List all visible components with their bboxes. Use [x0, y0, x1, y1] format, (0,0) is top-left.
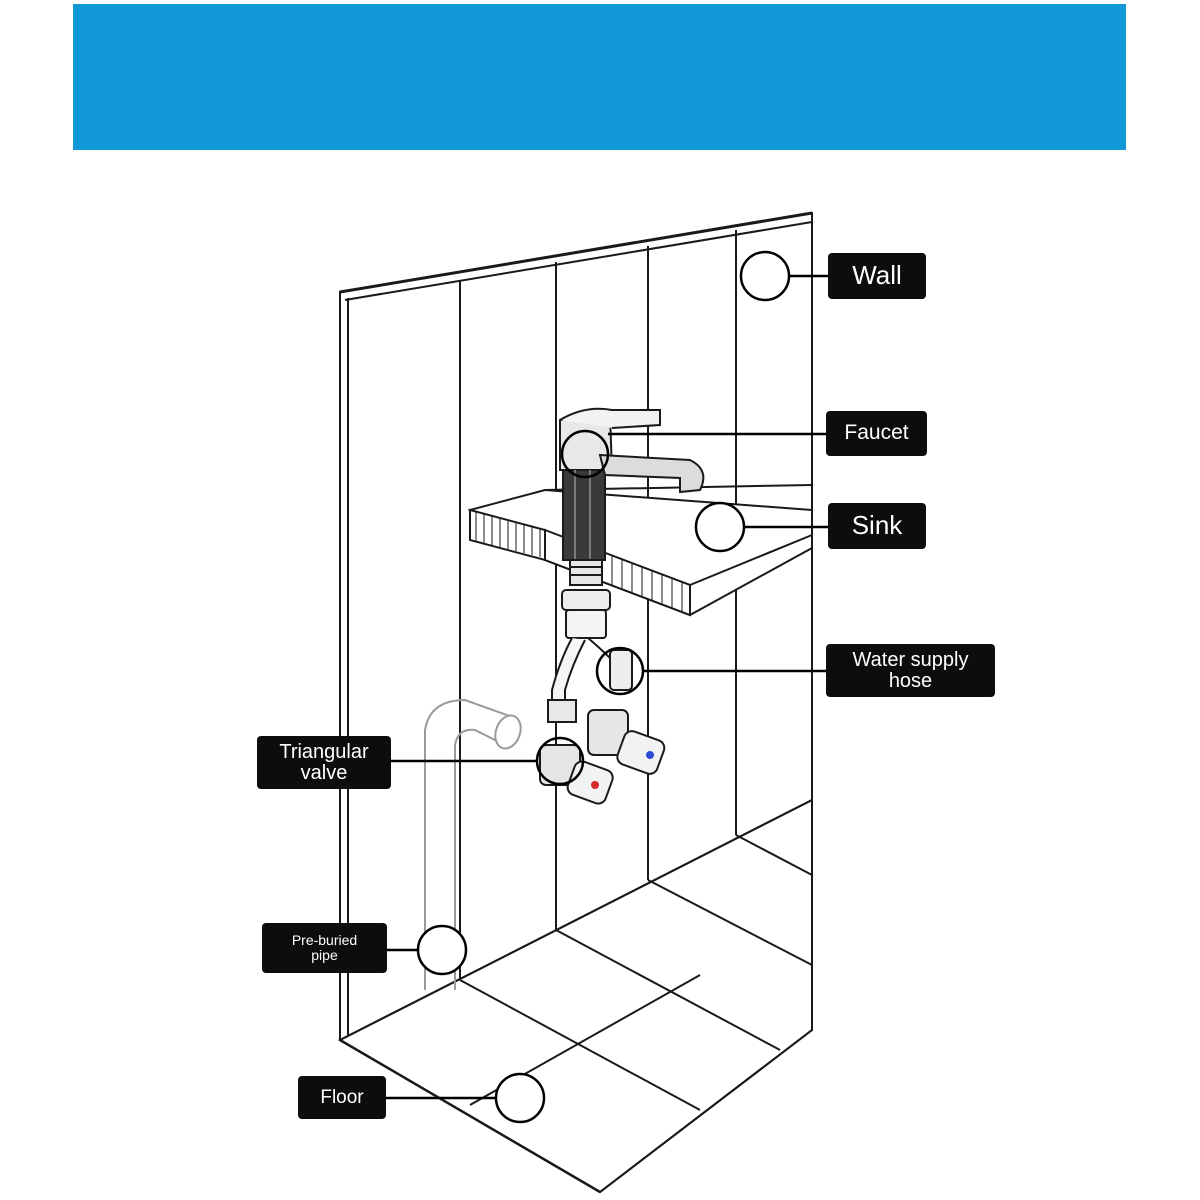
faucet-label: Faucet	[826, 411, 927, 456]
floor-label: Floor	[298, 1076, 386, 1119]
triangular-valve-label: Triangular valve	[257, 736, 391, 789]
pre-buried-pipe-label: Pre-buried pipe	[262, 923, 387, 973]
wall-label: Wall	[828, 253, 926, 299]
water-supply-hose-label: Water supply hose	[826, 644, 995, 697]
sink-label: Sink	[828, 503, 926, 549]
